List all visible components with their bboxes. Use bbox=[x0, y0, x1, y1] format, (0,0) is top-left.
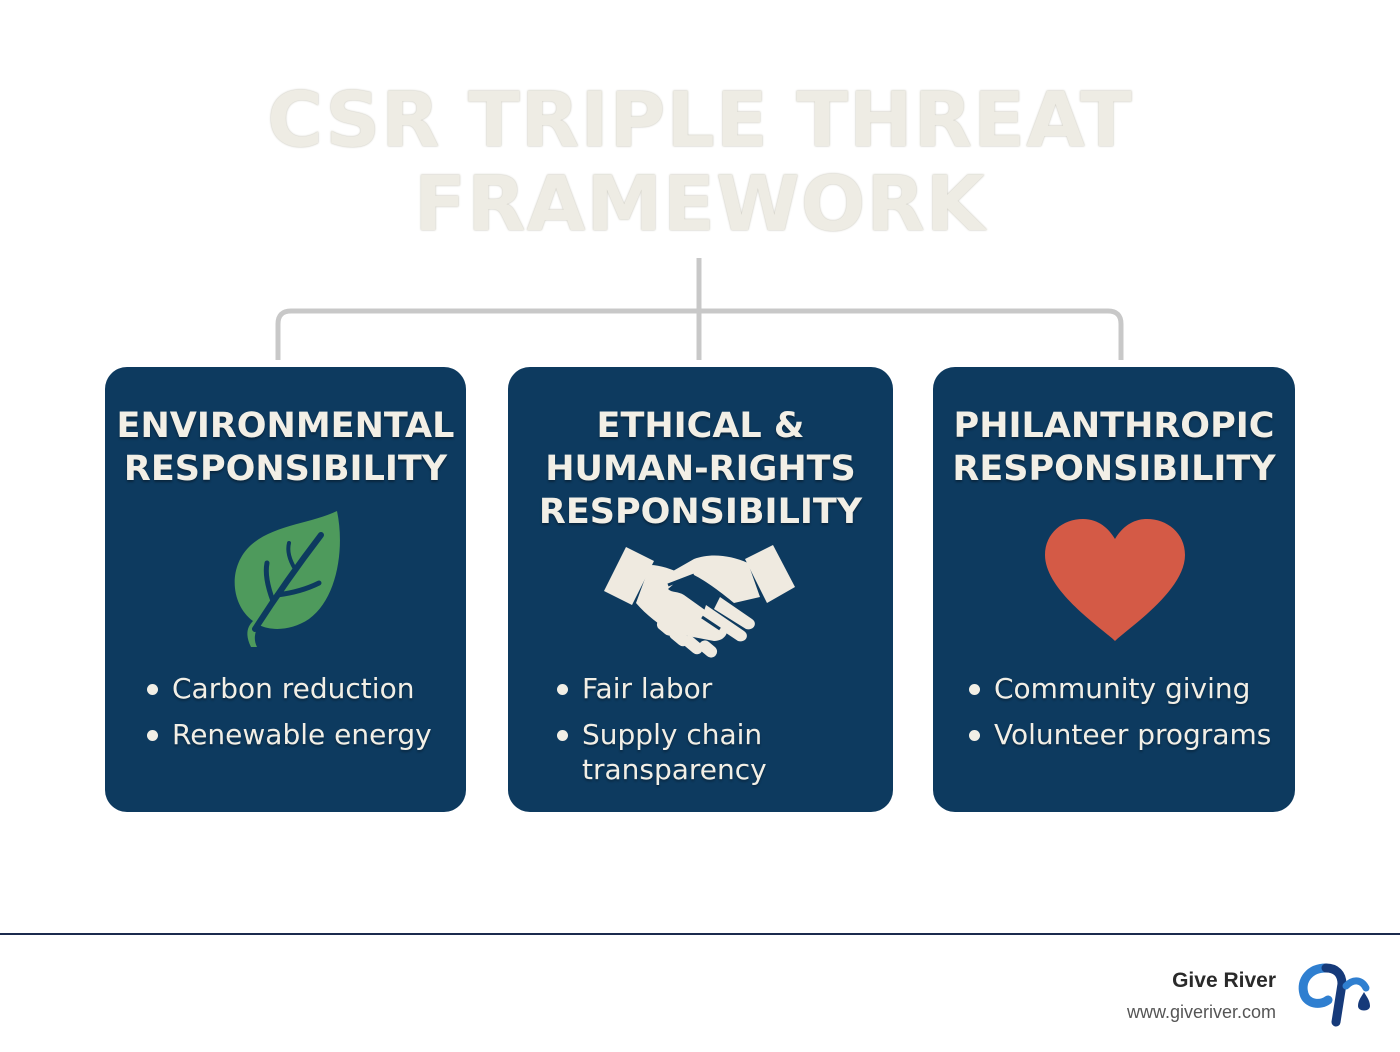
leaf-icon bbox=[233, 509, 343, 653]
card-title: ENVIRONMENTAL RESPONSIBILITY bbox=[105, 405, 466, 491]
bullet-list: Community giving Volunteer programs bbox=[969, 671, 1271, 763]
bullet-text: Volunteer programs bbox=[994, 718, 1272, 751]
card-ethical: ETHICAL & HUMAN-RIGHTS RESPONSIBILITY bbox=[508, 367, 893, 812]
card-title: PHILANTHROPIC RESPONSIBILITY bbox=[933, 405, 1295, 491]
card-title-line: RESPONSIBILITY bbox=[538, 492, 863, 532]
bullet-item: Volunteer programs bbox=[969, 717, 1271, 752]
heart-icon bbox=[1045, 519, 1185, 647]
bullet-item: Fair labor bbox=[557, 671, 767, 706]
card-title-line: ETHICAL & bbox=[596, 406, 805, 446]
brand-url[interactable]: www.giveriver.com bbox=[1126, 1002, 1276, 1022]
bullet-text: Carbon reduction bbox=[172, 672, 415, 705]
diagram-title: CSR TRIPLE THREAT FRAMEWORK bbox=[0, 78, 1400, 246]
bullet-list: Carbon reduction Renewable energy bbox=[147, 671, 432, 763]
bullet-text: Renewable energy bbox=[172, 718, 432, 751]
card-title-line: PHILANTHROPIC bbox=[953, 406, 1275, 446]
connector-branch bbox=[275, 308, 1124, 360]
bullet-item: Supply chain transparency bbox=[557, 717, 767, 787]
bullet-item: Renewable energy bbox=[147, 717, 432, 752]
card-title-line: ENVIRONMENTAL bbox=[116, 406, 455, 446]
connector-lines bbox=[275, 258, 1124, 360]
bullet-text: Fair labor bbox=[582, 672, 713, 705]
bullet-item: Community giving bbox=[969, 671, 1271, 706]
card-title-line: HUMAN-RIGHTS bbox=[545, 449, 856, 489]
handshake-icon bbox=[602, 545, 797, 664]
card-philanthropic: PHILANTHROPIC RESPONSIBILITY Community g… bbox=[933, 367, 1295, 812]
brand-name: Give River bbox=[1172, 969, 1276, 992]
footer-divider bbox=[0, 933, 1400, 935]
card-environmental: ENVIRONMENTAL RESPONSIBILITY Carbon redu… bbox=[105, 367, 466, 812]
bullet-list: Fair labor Supply chain transparency bbox=[557, 671, 767, 798]
card-title-line: RESPONSIBILITY bbox=[952, 449, 1276, 489]
title-line-1: CSR TRIPLE THREAT bbox=[267, 75, 1133, 164]
card-title-line: RESPONSIBILITY bbox=[123, 449, 448, 489]
give-river-logo-icon bbox=[1296, 962, 1372, 1032]
card-title: ETHICAL & HUMAN-RIGHTS RESPONSIBILITY bbox=[508, 405, 893, 534]
bullet-text: Supply chain bbox=[582, 718, 763, 751]
bullet-text-cont: transparency bbox=[582, 753, 767, 786]
title-line-2: FRAMEWORK bbox=[414, 159, 986, 248]
bullet-item: Carbon reduction bbox=[147, 671, 432, 706]
bullet-text: Community giving bbox=[994, 672, 1251, 705]
